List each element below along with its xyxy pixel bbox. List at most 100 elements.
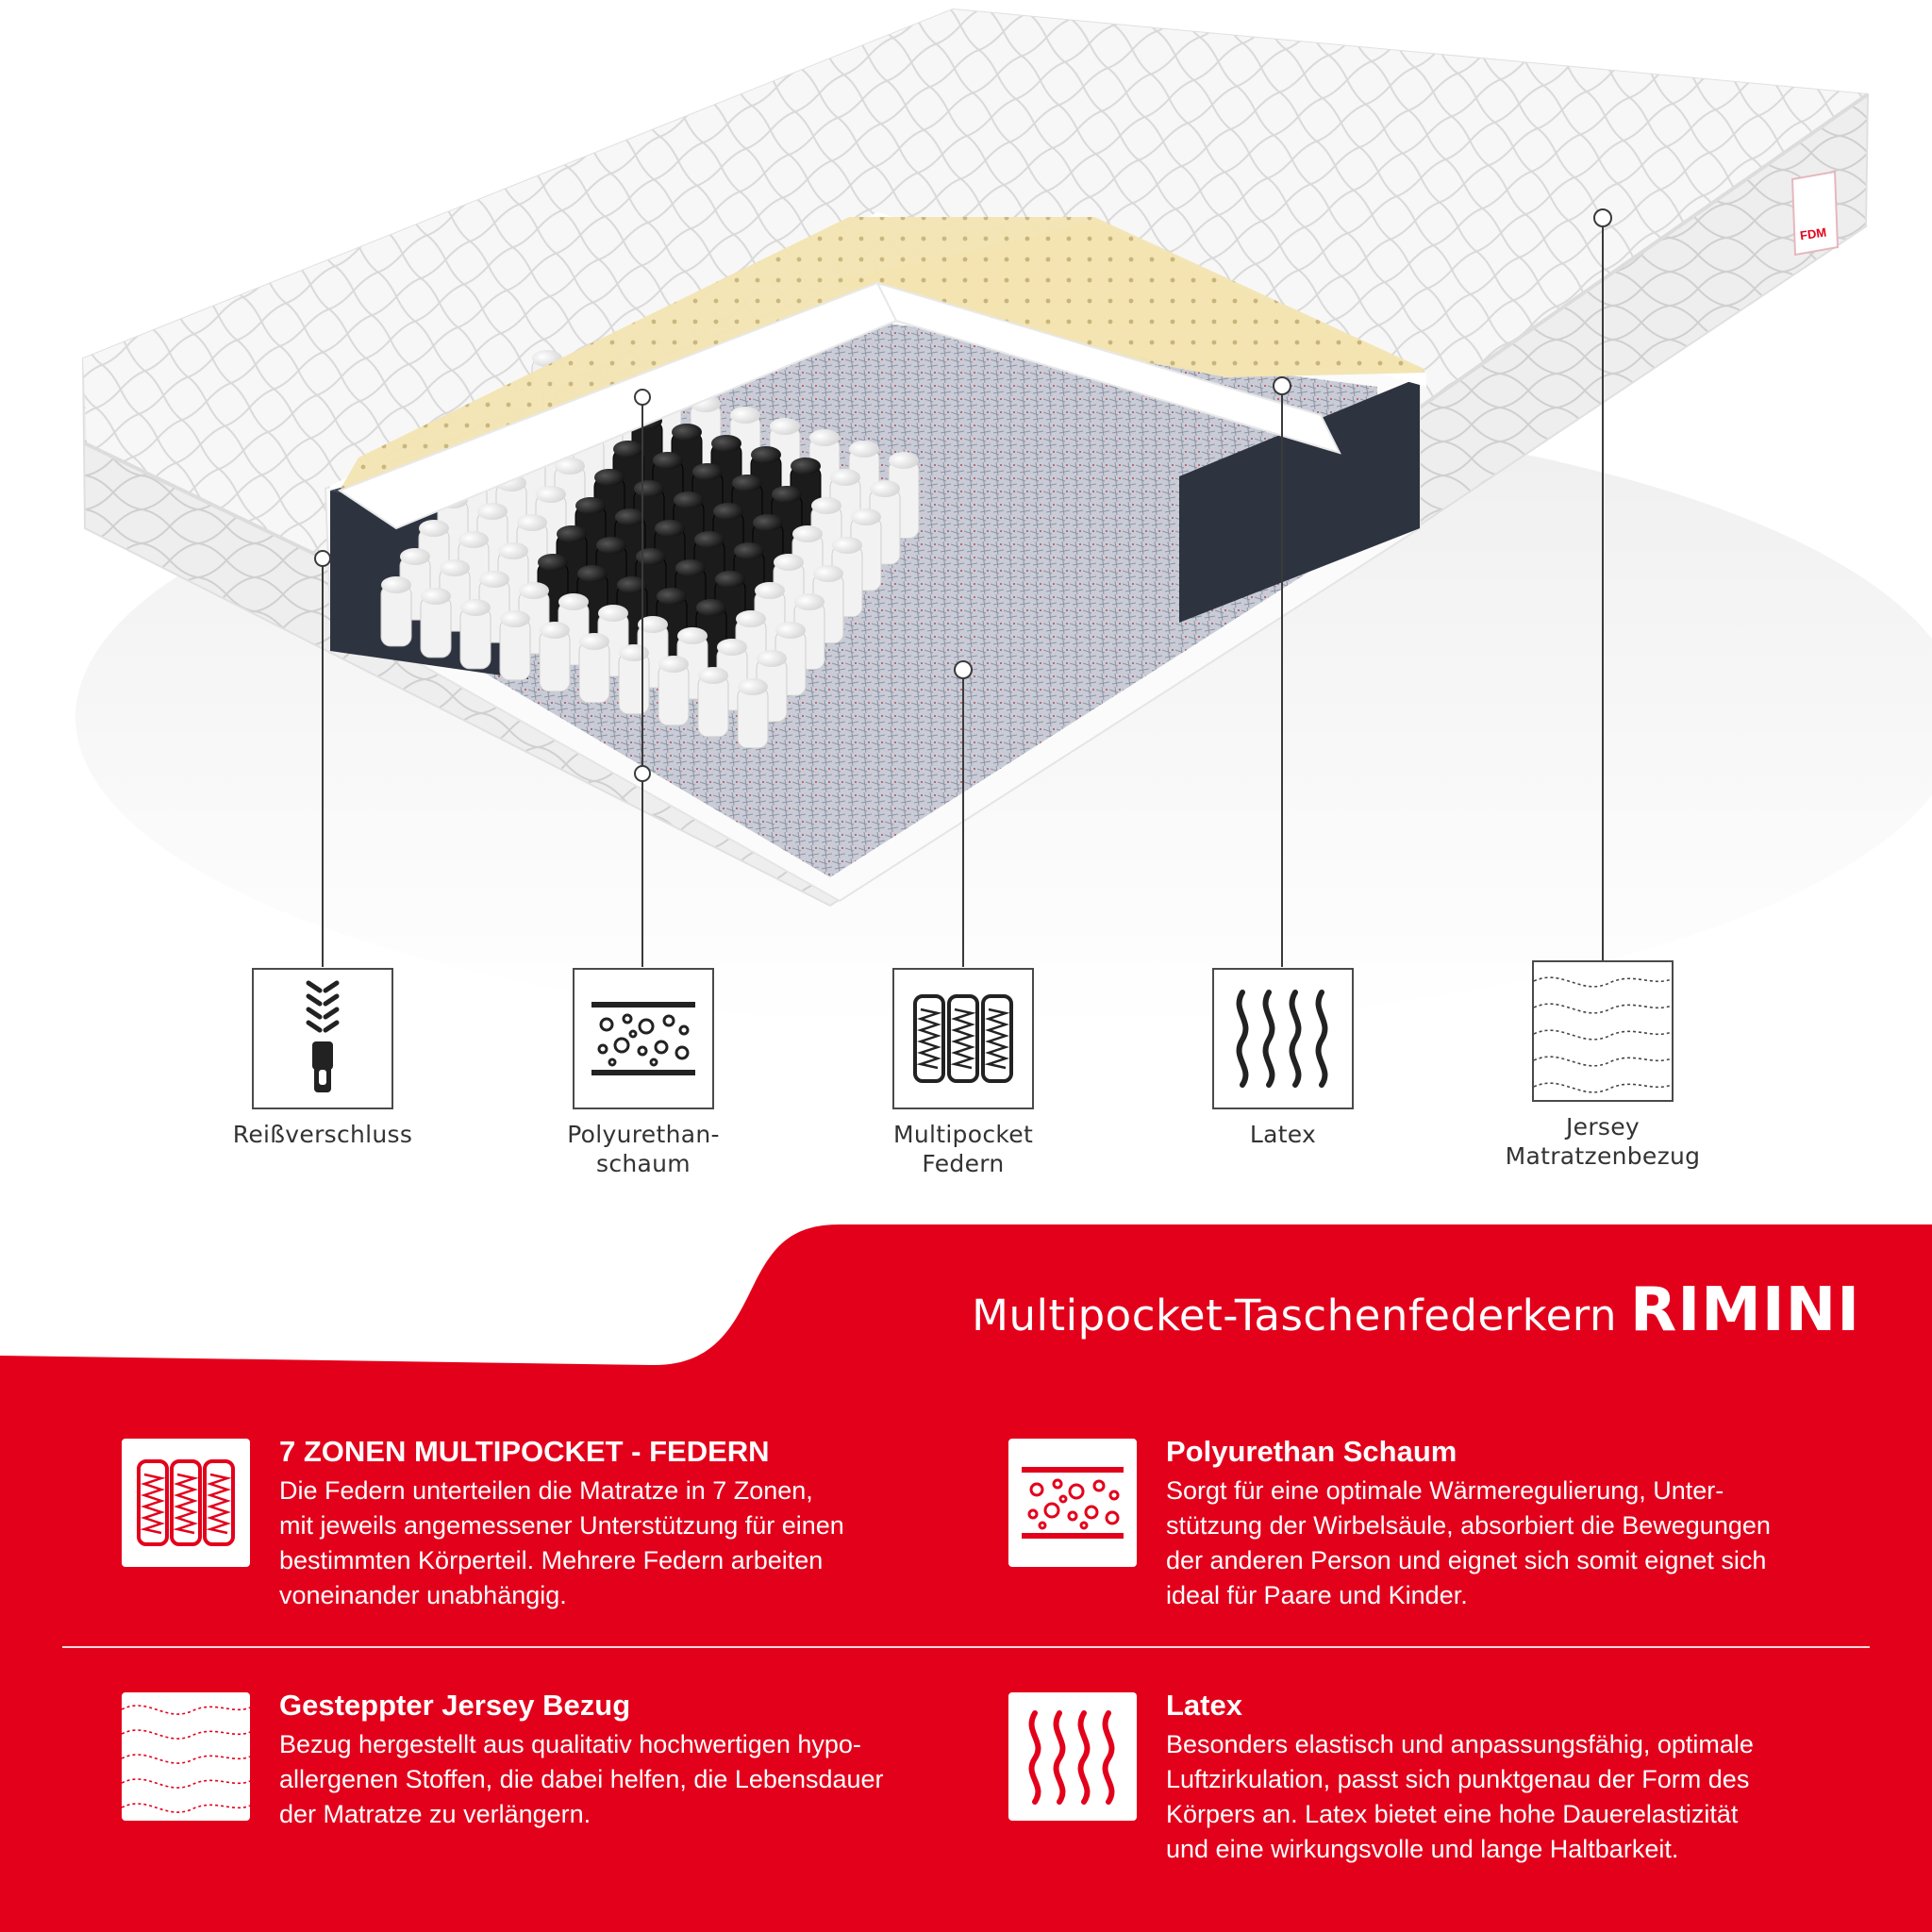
legend-label-line: schaum [596, 1150, 691, 1177]
legend-label-foam: Polyurethan- schaum [521, 1120, 766, 1178]
legend-label-line: Matratzenbezug [1505, 1142, 1701, 1170]
feature-text-line: Luftzirkulation, passt sich punktgenau d… [1166, 1765, 1750, 1793]
pocket-spring-top [870, 480, 900, 497]
feature-text-line: ideal für Paare und Kinder. [1166, 1581, 1468, 1609]
pocket-spring-top [657, 588, 687, 605]
pocket-spring-top [594, 469, 625, 486]
feature-text-line: stützung der Wirbelsäule, absorbiert die… [1166, 1511, 1771, 1540]
pocket-spring-top [613, 441, 643, 458]
pocket-spring-top [577, 565, 608, 582]
pocket-spring-top [813, 565, 843, 582]
pocket-spring-top [557, 525, 587, 542]
feature-text-latex: Besonders elastisch und anpassungsfähig,… [1166, 1727, 1754, 1867]
legend-label-line: Polyurethan- [567, 1121, 720, 1148]
feature-text-line: Sorgt für eine optimale Wärmeregulierung… [1166, 1476, 1724, 1505]
pocket-spring-top [774, 554, 804, 571]
pocket-spring-top [500, 610, 530, 627]
pocket-spring-top [775, 622, 806, 639]
pocket-spring-top [540, 622, 570, 639]
feature-title-jersey: Gesteppter Jersey Bezug [279, 1689, 631, 1722]
pocket-spring-top [381, 576, 411, 593]
feature-text-line: der anderen Person und eignet sich somit… [1166, 1546, 1767, 1574]
legend-label-jersey: Jersey Matratzenbezug [1480, 1112, 1725, 1171]
feature-text-line: der Matratze zu verlängern. [279, 1800, 591, 1828]
legend-label-line: Federn [922, 1150, 1005, 1177]
feature-latex-tile [1008, 1692, 1137, 1821]
zipper-icon [306, 980, 340, 1092]
feature-title-foam: Polyurethan Schaum [1166, 1435, 1457, 1468]
pocket-spring-top [772, 486, 802, 503]
pocket-spring-top [675, 559, 706, 576]
jersey-quilt-icon [1533, 976, 1673, 1093]
feature-divider [62, 1646, 1870, 1648]
pocket-spring-top [692, 463, 723, 480]
feature-text-line: voneinander unabhängig. [279, 1581, 567, 1609]
pocket-spring-top [555, 458, 585, 475]
pocket-spring-top [717, 639, 747, 656]
feature-jersey-tile [121, 1692, 251, 1821]
pocket-spring-top [460, 599, 491, 616]
pocket-spring-top [440, 559, 470, 576]
pocket-spring-top [713, 503, 743, 520]
pocket-spring-top [757, 650, 787, 667]
pocket-spring-top [755, 582, 785, 599]
legend-label-zipper: Reißverschluss [200, 1120, 445, 1149]
pocket-spring-top [458, 531, 489, 548]
pocket-spring-top [479, 571, 509, 588]
pocket-spring-top [770, 418, 800, 435]
feature-text-foam: Sorgt für eine optimale Wärmeregulierung… [1166, 1474, 1771, 1613]
pocket-spring-top [849, 441, 879, 458]
pocket-spring-top [517, 514, 547, 531]
legend-jersey-box [1532, 960, 1674, 1102]
pocket-spring-top [617, 576, 647, 593]
latex-waves-icon [1236, 990, 1328, 1088]
pocket-spring-top [734, 542, 764, 559]
springs-icon [137, 1459, 235, 1546]
pocket-spring-top [400, 548, 430, 565]
springs-icon [913, 994, 1013, 1083]
pocket-spring-top [575, 497, 606, 514]
pocket-spring-top [658, 656, 689, 673]
legend-springs-box [892, 968, 1034, 1109]
feature-text-line: bestimmten Körperteil. Mehrere Federn ar… [279, 1546, 824, 1574]
pocket-spring-top [753, 514, 783, 531]
pocket-spring-top [791, 458, 821, 475]
pocket-spring-top [421, 588, 451, 605]
jersey-quilt-icon [121, 1705, 251, 1813]
pocket-spring-top [715, 571, 745, 588]
mattress-illustration: FDM [75, 8, 1932, 1028]
pocket-spring-top [809, 429, 840, 446]
pocket-spring-top [794, 593, 824, 610]
pocket-spring-top [811, 497, 841, 514]
legend-label-line: Latex [1249, 1121, 1317, 1148]
pocket-spring-top [596, 537, 626, 554]
pocket-spring-top [558, 593, 589, 610]
legend-latex-box [1212, 968, 1354, 1109]
pocket-spring-top [674, 491, 704, 508]
legend-foam-box [573, 968, 714, 1109]
pocket-spring-top [738, 678, 768, 695]
pocket-spring-top [832, 537, 862, 554]
pocket-spring-top [751, 446, 781, 463]
legend-label-line: Reißverschluss [232, 1121, 413, 1148]
foam-icon [1022, 1467, 1124, 1539]
pocket-spring-top [672, 424, 702, 441]
leader-lines [314, 208, 1612, 967]
pocket-spring-top [736, 610, 766, 627]
feature-text-line: Bezug hergestellt aus qualitativ hochwer… [279, 1730, 861, 1758]
pocket-spring-top [711, 435, 741, 452]
pocket-spring-top [579, 633, 609, 650]
pocket-spring-top [792, 525, 823, 542]
pocket-spring-top [655, 520, 685, 537]
pocket-spring-top [694, 531, 724, 548]
pocket-spring-top [538, 554, 568, 571]
pocket-spring-top [477, 503, 508, 520]
feature-foam-tile [1008, 1439, 1137, 1567]
foam-icon [591, 1002, 695, 1075]
feature-text-jersey: Bezug hergestellt aus qualitativ hochwer… [279, 1727, 884, 1832]
pocket-spring-top [730, 407, 760, 424]
pocket-spring-top [638, 616, 668, 633]
